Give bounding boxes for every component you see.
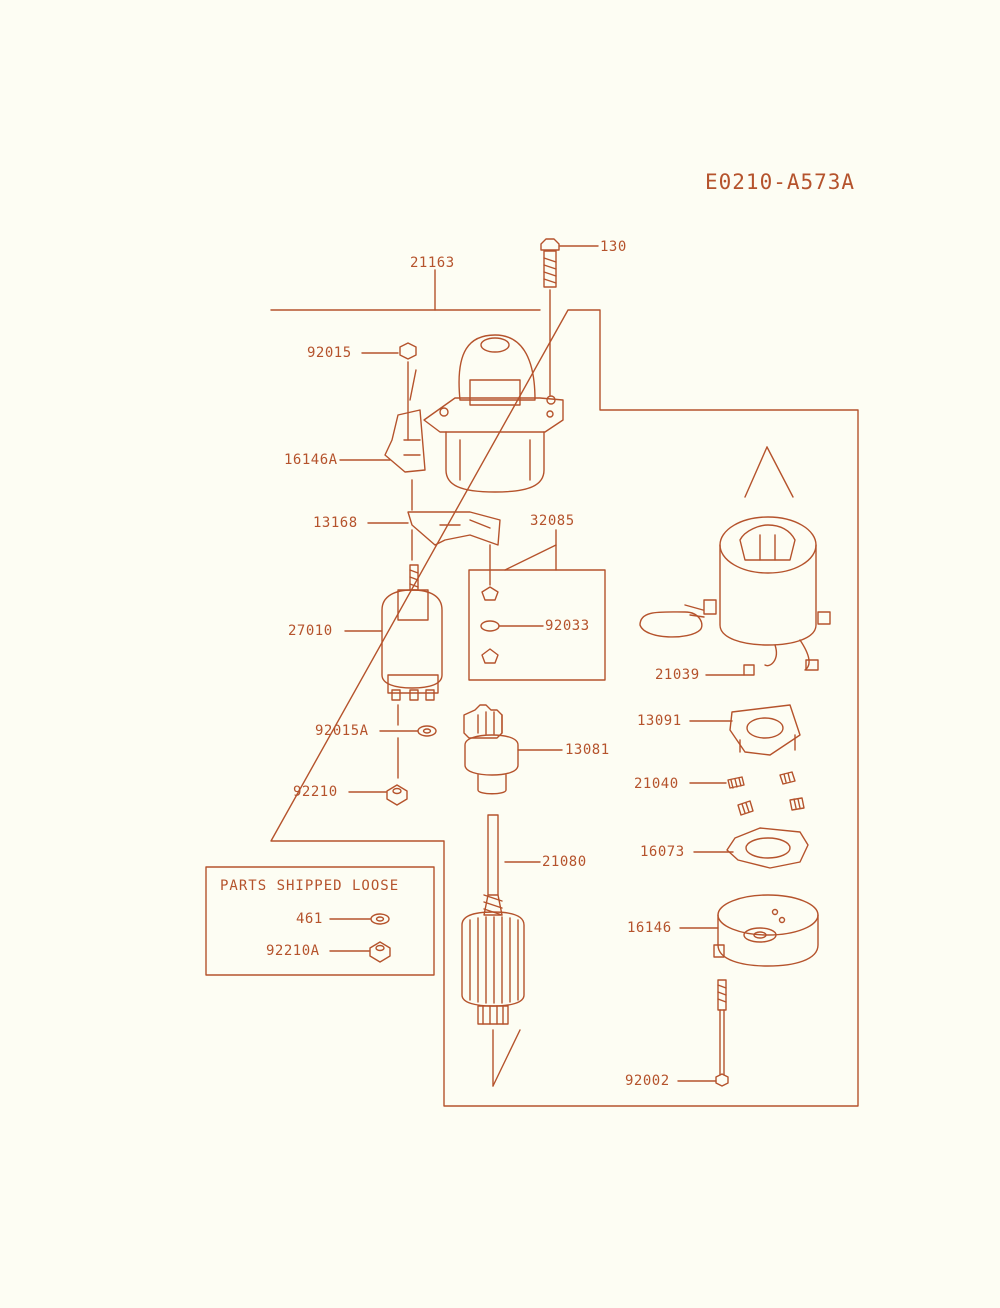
label-92210A: 92210A [266, 943, 320, 959]
springs-21040 [689, 771, 805, 816]
bolt-130 [540, 238, 599, 396]
label-16073: 16073 [640, 844, 685, 860]
loose-parts-title: PARTS SHIPPED LOOSE [220, 878, 400, 894]
brush-holder-13091 [689, 704, 801, 756]
plate-16073 [693, 827, 809, 869]
label-13091: 13091 [637, 713, 682, 729]
front-housing-16146A [384, 334, 564, 493]
label-16146: 16146 [627, 920, 672, 936]
label-92002: 92002 [625, 1073, 670, 1089]
label-13081: 13081 [565, 742, 610, 758]
kit-32085 [468, 529, 606, 681]
diagram-code: E0210-A573A [705, 170, 856, 194]
through-bolt-92002 [677, 979, 729, 1087]
loose-parts-box [205, 866, 435, 976]
lever-13168 [367, 479, 501, 561]
label-21040: 21040 [634, 776, 679, 792]
rear-cover-16146 [679, 894, 819, 967]
label-21039: 21039 [655, 667, 700, 683]
yoke-21039 [639, 446, 831, 676]
label-92033: 92033 [545, 618, 590, 634]
label-130: 130 [600, 239, 627, 255]
nut-92210 [348, 784, 408, 806]
washer-92015A [379, 704, 437, 779]
label-27010: 27010 [288, 623, 333, 639]
label-21080: 21080 [542, 854, 587, 870]
armature-21080 [461, 814, 541, 1087]
label-92015: 92015 [307, 345, 352, 361]
nut-92210A [329, 941, 391, 963]
label-16146A: 16146A [284, 452, 338, 468]
label-92015A: 92015A [315, 723, 369, 739]
washer-461 [329, 913, 390, 925]
label-32085: 32085 [530, 513, 575, 529]
solenoid-27010 [344, 564, 443, 701]
label-13168: 13168 [313, 515, 358, 531]
assembly-outline [270, 309, 859, 1107]
pinion-13081 [463, 704, 563, 795]
label-92210: 92210 [293, 784, 338, 800]
label-461: 461 [296, 911, 323, 927]
nut-92015 [361, 342, 417, 441]
label-21163: 21163 [410, 255, 455, 271]
